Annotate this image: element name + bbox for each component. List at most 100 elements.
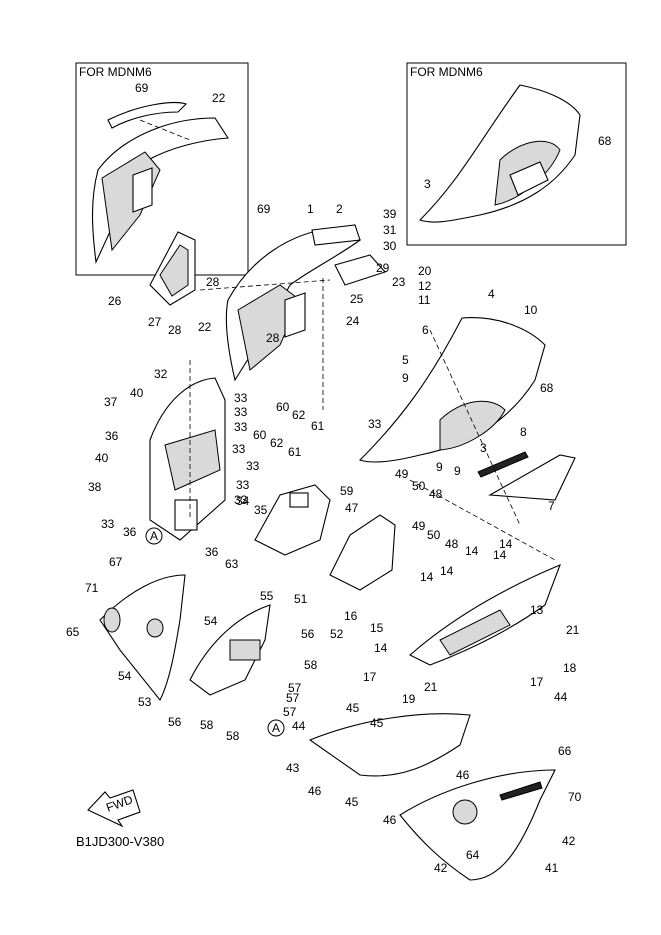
callout-33: 33: [368, 417, 382, 431]
inset-left-cowl: [91, 102, 229, 264]
callout-65: 65: [66, 625, 80, 639]
callout-49: 49: [412, 519, 426, 533]
callout-36: 36: [123, 525, 137, 539]
forward-direction-marker: FWD: [87, 789, 141, 828]
callout-29: 29: [376, 261, 390, 275]
inset-right-panel: [418, 84, 581, 223]
inset-frame-right: [406, 62, 627, 246]
reference-mark-a-1: A: [145, 527, 163, 545]
callout-54: 54: [118, 669, 132, 683]
callout-51: 51: [294, 592, 308, 606]
callout-13: 13: [530, 603, 544, 617]
stay-47: [329, 514, 396, 591]
callout-28: 28: [168, 323, 182, 337]
callout-4: 4: [488, 287, 495, 301]
callout-28: 28: [266, 331, 280, 345]
callout-57: 57: [286, 691, 300, 705]
callout-35: 35: [254, 503, 268, 517]
side-cover-55: [189, 604, 271, 696]
callout-14: 14: [465, 544, 479, 558]
callout-27: 27: [148, 315, 162, 329]
callout-14: 14: [420, 570, 434, 584]
callout-56: 56: [301, 627, 315, 641]
callout-7: 7: [548, 499, 555, 513]
inset-title-left: FOR MDNM6: [79, 65, 152, 79]
bracket-59: [254, 484, 331, 556]
callout-62: 62: [270, 436, 284, 450]
callout-33: 33: [101, 517, 115, 531]
callout-34: 34: [236, 494, 250, 508]
callout-33: 33: [234, 420, 248, 434]
callout-42: 42: [434, 861, 448, 875]
callout-41: 41: [545, 861, 559, 875]
callout-67: 67: [109, 555, 123, 569]
reference-mark-a-2: A: [267, 719, 285, 737]
callout-45: 45: [370, 716, 384, 730]
callout-17: 17: [363, 670, 377, 684]
callout-21: 21: [566, 623, 580, 637]
diagram-code: B1JD300-V380: [76, 834, 164, 849]
callout-61: 61: [288, 445, 302, 459]
callout-68: 68: [598, 134, 612, 148]
side-cover-53: [99, 574, 186, 702]
callout-9: 9: [454, 464, 461, 478]
callout-48: 48: [445, 537, 459, 551]
callout-46: 46: [383, 813, 397, 827]
callout-54: 54: [204, 614, 218, 628]
assembly-line: [409, 479, 556, 561]
callout-5: 5: [402, 353, 409, 367]
callout-19: 19: [402, 692, 416, 706]
callout-63: 63: [225, 557, 239, 571]
callout-33: 33: [246, 459, 260, 473]
callout-20: 20: [418, 264, 432, 278]
callout-33: 33: [234, 405, 248, 419]
callout-45: 45: [345, 795, 359, 809]
callout-25: 25: [350, 292, 364, 306]
callout-48: 48: [429, 487, 443, 501]
callout-3: 3: [424, 177, 431, 191]
callout-39: 39: [383, 207, 397, 221]
callout-40: 40: [130, 386, 144, 400]
callout-44: 44: [292, 719, 306, 733]
callout-59: 59: [340, 484, 354, 498]
callout-40: 40: [95, 451, 109, 465]
callout-62: 62: [292, 408, 306, 422]
callout-22: 22: [198, 320, 212, 334]
callout-3: 3: [480, 441, 487, 455]
callout-15: 15: [370, 621, 384, 635]
callout-44: 44: [554, 690, 568, 704]
callout-69: 69: [257, 202, 271, 216]
callout-53: 53: [138, 695, 152, 709]
svg-text:A: A: [272, 721, 280, 735]
callout-66: 66: [558, 744, 572, 758]
callout-33: 33: [234, 493, 248, 507]
callout-38: 38: [88, 480, 102, 494]
callout-30: 30: [383, 239, 397, 253]
callout-33: 33: [236, 478, 250, 492]
lower-cowl-43: [308, 713, 471, 777]
callout-22: 22: [212, 91, 226, 105]
callout-11: 11: [418, 293, 431, 307]
callout-37: 37: [104, 395, 118, 409]
callout-61: 61: [311, 419, 325, 433]
under-cowl-13: [409, 564, 561, 666]
front-cowl-assembly: [199, 224, 386, 382]
callout-60: 60: [253, 428, 267, 442]
callout-1: 1: [307, 202, 314, 216]
callout-52: 52: [330, 627, 344, 641]
callout-14: 14: [374, 641, 388, 655]
callout-50: 50: [427, 528, 441, 542]
callout-47: 47: [345, 501, 359, 515]
callout-50: 50: [412, 479, 426, 493]
callout-33: 33: [234, 391, 248, 405]
callout-58: 58: [304, 658, 318, 672]
callout-16: 16: [344, 609, 358, 623]
bracket-panel: [149, 231, 196, 306]
callout-60: 60: [276, 400, 290, 414]
callout-49: 49: [395, 467, 409, 481]
callout-43: 43: [286, 761, 300, 775]
callout-28: 28: [206, 275, 220, 289]
callout-6: 6: [422, 323, 429, 337]
